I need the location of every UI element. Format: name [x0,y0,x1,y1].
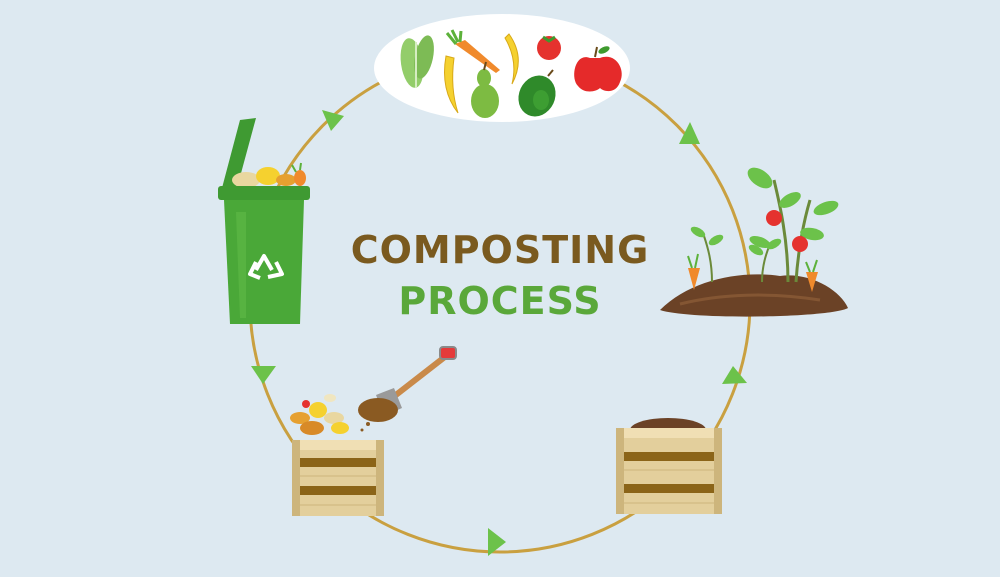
apple-icon [574,46,622,92]
banana-icon [504,33,519,85]
arrow-bottom [488,528,506,556]
arrow-right [722,366,747,384]
crate-left [292,440,384,516]
plants-growing-icon [660,167,848,317]
arrow-top-right [679,122,700,144]
cycle-arrows [251,110,747,556]
tomato-plant-icon [747,167,839,283]
recycling-bin-icon [218,118,310,324]
seedling-icon [690,226,782,283]
avocado-icon [518,69,556,117]
food-scraps-icon [374,14,630,122]
crate-scraps-icon [290,394,349,435]
carrot-icon [445,29,500,73]
carrot-sprout-icon [687,253,818,292]
arrow-top-left [322,110,344,131]
lettuce-icon [400,35,434,88]
full-compost-crate-icon [616,418,722,514]
tomato-fruit [792,236,808,252]
bin-rim [218,186,310,200]
tomato-icon [537,35,561,60]
pear-icon [471,61,499,118]
compost-crate-shovel-icon [290,346,457,516]
diagram-title-line1: COMPOSTING [350,228,650,272]
tomato-fruit [766,210,782,226]
diagram-title-line2: PROCESS [398,279,602,323]
recycle-symbol-icon [248,254,284,280]
arrow-left [251,366,276,384]
bin-scraps-icon [232,162,306,188]
bin-lid [222,118,256,188]
banana-icon [444,55,459,114]
bin-body [224,200,304,324]
shovel-icon [358,346,457,432]
